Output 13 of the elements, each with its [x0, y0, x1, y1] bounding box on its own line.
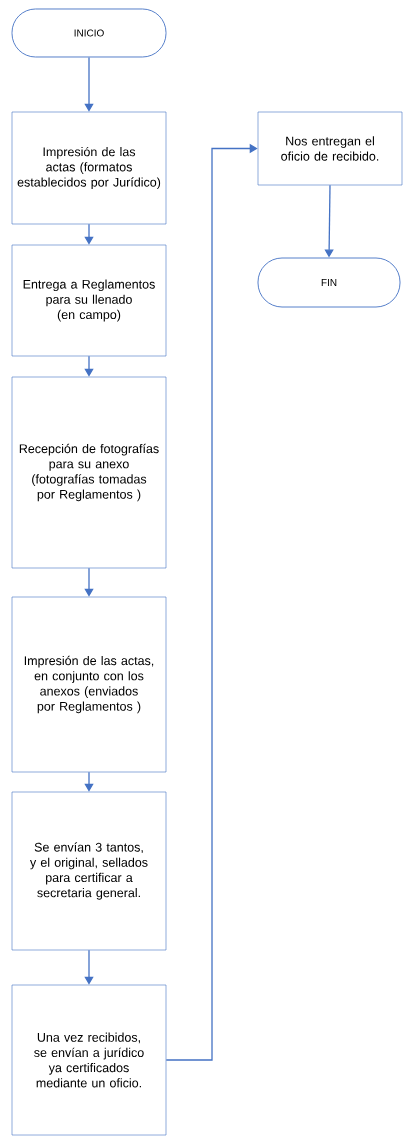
process-box: Impresión de las actas, en conjunto con los anexos (enviados por Reglamentos )	[11, 596, 167, 773]
process-box: Entrega a Reglamentos para su llenado (en campo)	[11, 244, 167, 357]
arrow	[84, 771, 94, 792]
arrow	[84, 355, 94, 377]
arrow	[84, 949, 94, 985]
process-box: Una vez recibidos, se envían a jurídico ya certificados mediante un oficio.	[11, 984, 167, 1136]
process-box: Se envían 3 tantos, y el original, sellados para certificar a secretaria general.	[11, 791, 167, 951]
arrow	[165, 143, 258, 1061]
process-box: Nos entregan el oficio de recibido.	[257, 111, 403, 186]
process-box: Impresión de las actas (formatos establecidos por Jurídico)	[11, 111, 167, 225]
process-box: Recepción de fotografías para su anexo (fotografías tomadas por Reglamentos )	[11, 376, 167, 569]
arrow	[84, 56, 94, 112]
arrow	[84, 567, 94, 597]
